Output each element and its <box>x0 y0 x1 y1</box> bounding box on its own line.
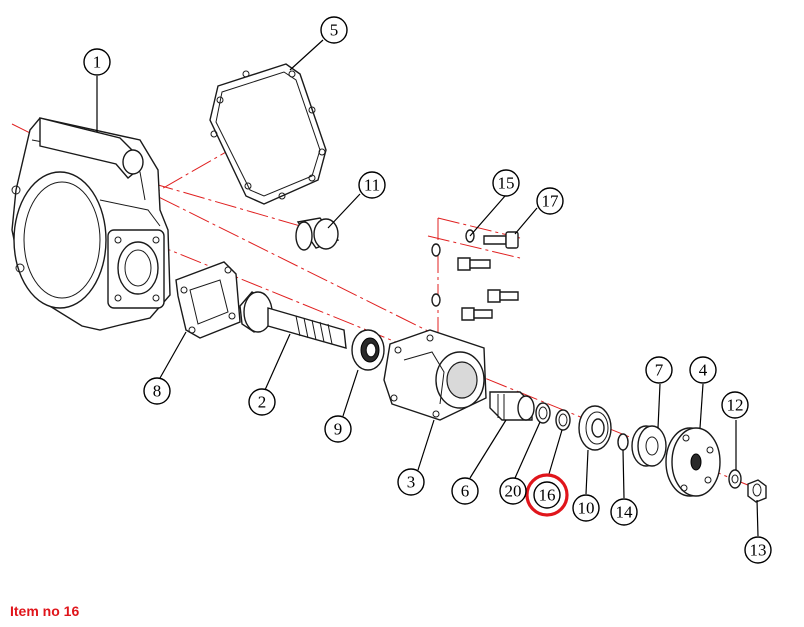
callout-7: 7 <box>645 356 673 384</box>
callout-label: 5 <box>330 21 339 40</box>
washer-part-12 <box>728 469 742 489</box>
callout-label: 7 <box>655 361 664 380</box>
callout-5: 5 <box>320 16 348 44</box>
bolt-set-part-15-17 <box>431 229 519 321</box>
callout-8: 8 <box>143 377 171 405</box>
callout-3: 3 <box>397 468 425 496</box>
bearing-housing-part-3 <box>383 329 487 421</box>
item-caption: Item no 16 <box>10 603 80 619</box>
spacer-part-7 <box>631 425 667 467</box>
bearing-part-9 <box>351 329 385 371</box>
callout-11: 11 <box>358 171 386 199</box>
callout-15: 15 <box>492 169 520 197</box>
callout-20: 20 <box>499 477 527 505</box>
ring-part-14 <box>617 433 629 451</box>
callout-10: 10 <box>572 494 600 522</box>
callout-label: 11 <box>364 176 380 195</box>
nut-part-13 <box>747 479 767 503</box>
callout-label: 3 <box>407 473 416 492</box>
callout-label: 15 <box>498 174 515 193</box>
callout-16: 16 <box>525 473 569 517</box>
callout-label: 16 <box>539 486 556 505</box>
callout-label: 14 <box>616 503 634 522</box>
callout-6: 6 <box>451 477 479 505</box>
highlight-ring <box>525 473 569 517</box>
callout-14: 14 <box>610 498 638 526</box>
flange-part-4 <box>665 427 721 497</box>
callout-12: 12 <box>721 391 749 419</box>
callout-label: 17 <box>542 192 560 211</box>
callout-17: 17 <box>536 187 564 215</box>
shaft-part-2 <box>239 291 347 349</box>
callout-label: 10 <box>578 499 595 518</box>
callout-label: 2 <box>258 393 267 412</box>
callout-label: 9 <box>334 420 343 439</box>
gasket-part-8 <box>175 261 241 339</box>
callout-1: 1 <box>83 48 111 76</box>
callout-4: 4 <box>689 356 717 384</box>
gasket-part-5 <box>209 63 327 205</box>
callout-9: 9 <box>324 415 352 443</box>
callout-label: 13 <box>750 541 767 560</box>
callout-label: 12 <box>727 396 744 415</box>
callout-label: 20 <box>505 482 522 501</box>
leader-lines <box>96 39 759 537</box>
callout-2: 2 <box>248 388 276 416</box>
ring-part-20 <box>535 402 551 424</box>
callout-label: 1 <box>93 53 102 72</box>
housing-part-1 <box>11 117 171 331</box>
callout-label: 6 <box>461 482 470 501</box>
exploded-parts-diagram: 1 2 3 4 5 6 7 8 9 10 11 12 <box>11 16 772 564</box>
callout-13: 13 <box>744 536 772 564</box>
callout-label: 8 <box>153 382 162 401</box>
ring-part-16 <box>555 409 571 431</box>
bearing-part-10 <box>578 405 612 451</box>
sleeve-part-6 <box>489 391 535 421</box>
bushing-part-11 <box>295 217 340 251</box>
callout-label: 4 <box>699 361 708 380</box>
